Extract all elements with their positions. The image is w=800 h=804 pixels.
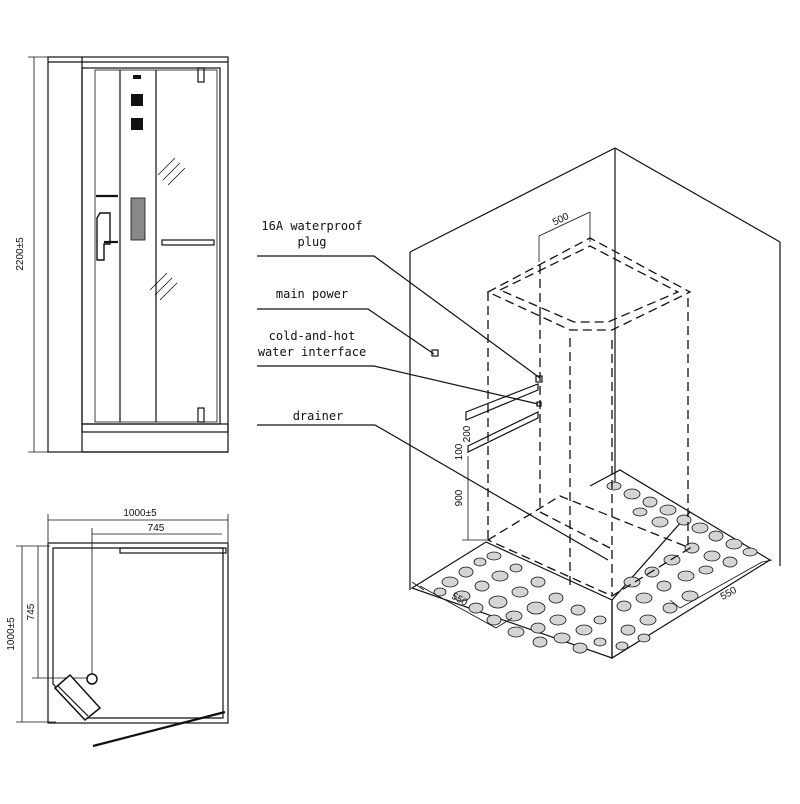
front-elevation-view: 2200±5 <box>15 56 229 453</box>
pebble-floor-left <box>410 541 613 659</box>
column-width-dimension: 500 <box>551 211 571 228</box>
floor-right-dimension: 550 <box>719 585 739 603</box>
pebble-floor-right <box>589 469 772 660</box>
water-interface-label-line2: water interface <box>258 345 366 359</box>
plug-label-line1: 16A waterproof <box>261 219 362 233</box>
top-width-dimension: 1000±5 <box>123 508 157 519</box>
front-height-dimension: 2200±5 <box>15 237 26 271</box>
outlet-spacing-100-dimension: 100 <box>454 443 465 460</box>
plan-view: 1000±5 745 1000±5 745 <box>6 508 229 748</box>
water-interface-label-line1: cold-and-hot <box>269 329 356 343</box>
outlet-spacing-200-dimension: 200 <box>462 425 473 442</box>
main-power-label: main power <box>276 287 348 301</box>
drain-height-dimension: 900 <box>454 489 465 506</box>
side-inner-dimension: 745 <box>26 603 37 620</box>
side-depth-dimension: 1000±5 <box>6 617 17 651</box>
callout-labels: 16A waterproof plug main power cold-and-… <box>257 219 609 561</box>
plug-label-line2: plug <box>298 235 327 249</box>
isometric-installation-view: 500 200 100 900 550 550 <box>409 147 781 660</box>
top-inner-dimension: 745 <box>148 523 165 534</box>
drainer-label: drainer <box>293 409 344 423</box>
